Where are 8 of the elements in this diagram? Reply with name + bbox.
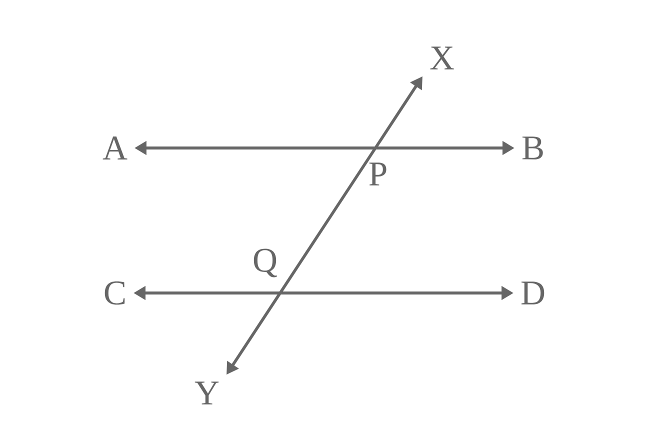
point-label: Q xyxy=(254,248,277,278)
point-label: C xyxy=(104,281,125,305)
point-label: B xyxy=(522,136,543,160)
point-label: X xyxy=(430,46,454,70)
point-label: D xyxy=(522,282,544,304)
point-label: P xyxy=(369,162,386,186)
point-label: A xyxy=(102,136,128,160)
point-label: Y xyxy=(194,382,219,404)
